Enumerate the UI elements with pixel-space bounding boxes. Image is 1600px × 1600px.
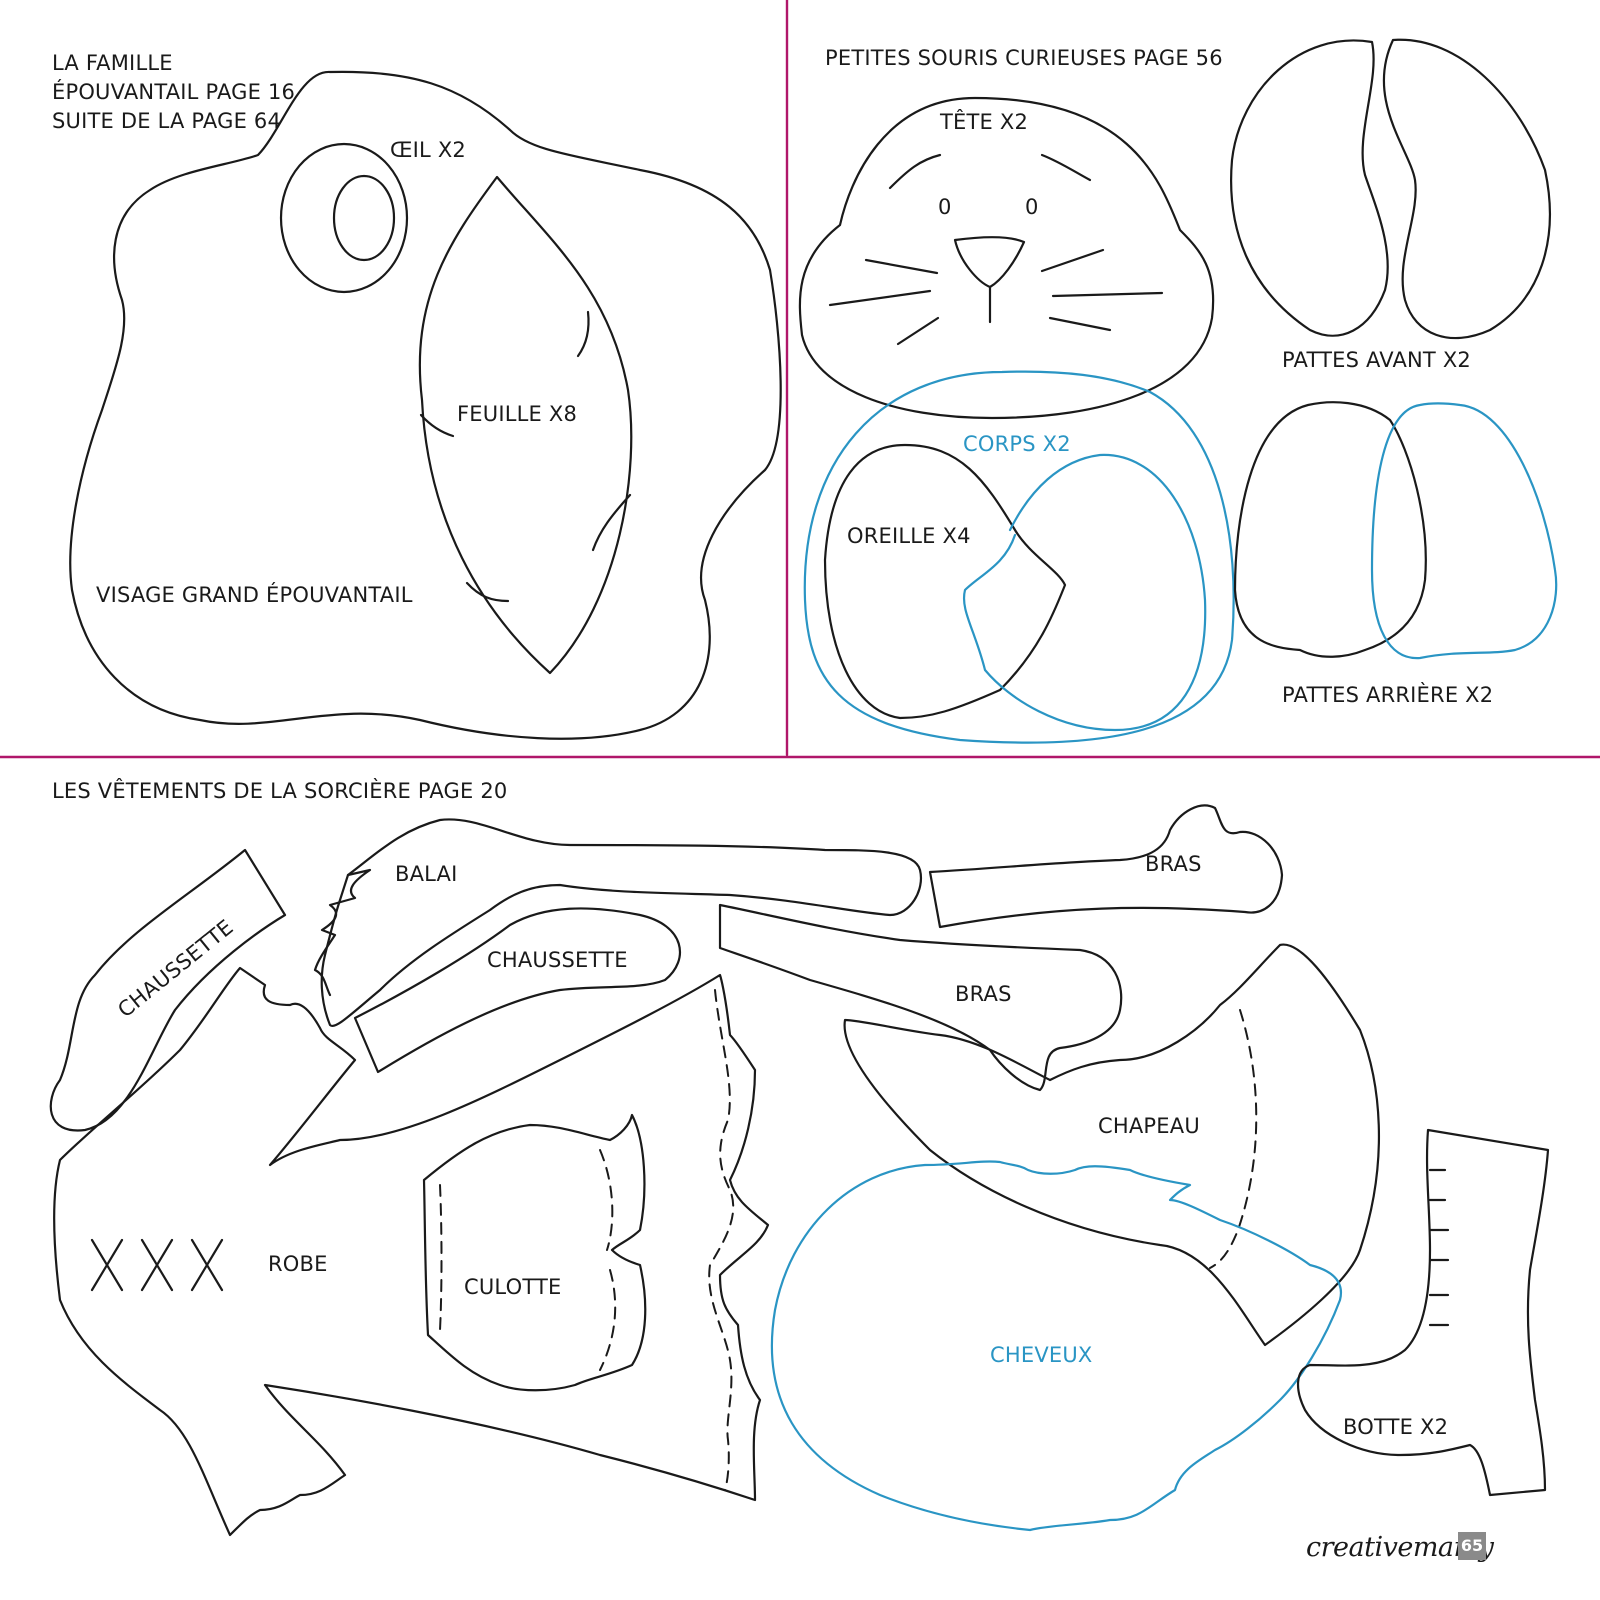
hat-label: CHAPEAU — [1098, 1114, 1200, 1138]
sock-label: CHAUSSETTE — [487, 948, 628, 972]
front-paws-label: PATTES AVANT X2 — [1282, 348, 1471, 372]
boot-lace-marks — [1428, 1168, 1450, 1327]
hair-label: CHEVEUX — [990, 1343, 1093, 1367]
dress-label: ROBE — [268, 1252, 328, 1276]
eye-label: ŒIL X2 — [390, 138, 466, 162]
mouse-body-outline — [803, 370, 1235, 744]
panties-stitch-left — [439, 1184, 443, 1331]
arm-top-label: BRAS — [1145, 852, 1202, 876]
whisker-right-3 — [1048, 316, 1112, 332]
page-number-badge: 65 — [1458, 1532, 1486, 1560]
mouse-head-outline — [798, 96, 1215, 420]
back-paw-right-outline — [1370, 402, 1558, 660]
hat-outline — [843, 943, 1381, 1347]
cross-mark-1 — [90, 1238, 124, 1292]
scarecrow-title-line-1: LA FAMILLE — [52, 51, 173, 75]
mouse-eye-left: 0 — [938, 195, 952, 219]
front-paw-right-outline — [1382, 38, 1551, 340]
mouse-ear-outline — [823, 443, 1067, 720]
mice-section-title: PETITES SOURIS CURIEUSES PAGE 56 — [825, 46, 1223, 70]
mouse-brow-left — [888, 153, 942, 190]
scarecrow-section-title: LA FAMILLE ÉPOUVANTAIL PAGE 16 SUITE DE … — [52, 49, 295, 136]
dress-stitch-line — [708, 989, 735, 1491]
scarecrow-title-line-3: SUITE DE LA PAGE 64 — [52, 108, 282, 133]
cross-mark-3 — [190, 1238, 224, 1292]
mouse-ear-overlap-outline — [962, 453, 1207, 732]
leaf-vein-3 — [591, 493, 632, 552]
body-label: CORPS X2 — [963, 432, 1071, 456]
back-paws-label: PATTES ARRIÈRE X2 — [1282, 683, 1494, 707]
scarecrow-title-line-2: ÉPOUVANTAIL PAGE 16 — [52, 79, 296, 104]
back-paw-left-outline — [1233, 401, 1427, 658]
arm-middle-outline — [718, 903, 1123, 1092]
whisker-right-2 — [1051, 291, 1164, 298]
witch-section-title: LES VÊTEMENTS DE LA SORCIÈRE PAGE 20 — [52, 779, 508, 803]
whisker-left-3 — [896, 316, 940, 346]
front-paw-left-outline — [1230, 39, 1389, 337]
leaf-outline — [418, 175, 633, 675]
leaf-vein-2 — [419, 413, 455, 438]
mouse-eye-right: 0 — [1025, 195, 1039, 219]
mouse-brow-right — [1040, 153, 1092, 182]
panties-stitch-right — [599, 1149, 617, 1371]
panties-outline — [422, 1113, 647, 1392]
eye-outer-outline — [279, 142, 409, 294]
whisker-right-1 — [1040, 248, 1105, 273]
arm-middle-label: BRAS — [955, 982, 1012, 1006]
mouse-nose — [953, 236, 1026, 289]
eye-inner-outline — [332, 174, 396, 262]
boot-label: BOTTE X2 — [1343, 1415, 1449, 1439]
hat-stitch-line — [1209, 1009, 1258, 1269]
leaf-vein-4 — [465, 581, 510, 603]
sock-outline — [353, 907, 681, 1074]
scarecrow-face-outline — [69, 70, 782, 740]
boot-outline — [1297, 1128, 1550, 1497]
broom-label: BALAI — [395, 862, 458, 886]
dress-outline — [53, 966, 770, 1537]
cross-mark-2 — [140, 1238, 174, 1292]
sock-rotated-outline — [49, 848, 287, 1132]
leaf-vein-1 — [576, 310, 590, 358]
whisker-left-2 — [828, 289, 932, 307]
broom-outline — [320, 818, 923, 1028]
broom-bristles — [313, 868, 372, 997]
whisker-left-1 — [864, 258, 939, 275]
head-label: TÊTE X2 — [940, 110, 1029, 134]
arm-top-outline — [928, 804, 1284, 929]
panties-label: CULOTTE — [464, 1275, 562, 1299]
face-label: VISAGE GRAND ÉPOUVANTAIL — [96, 583, 413, 607]
leaf-label: FEUILLE X8 — [457, 402, 578, 426]
ear-label: OREILLE X4 — [847, 524, 971, 548]
